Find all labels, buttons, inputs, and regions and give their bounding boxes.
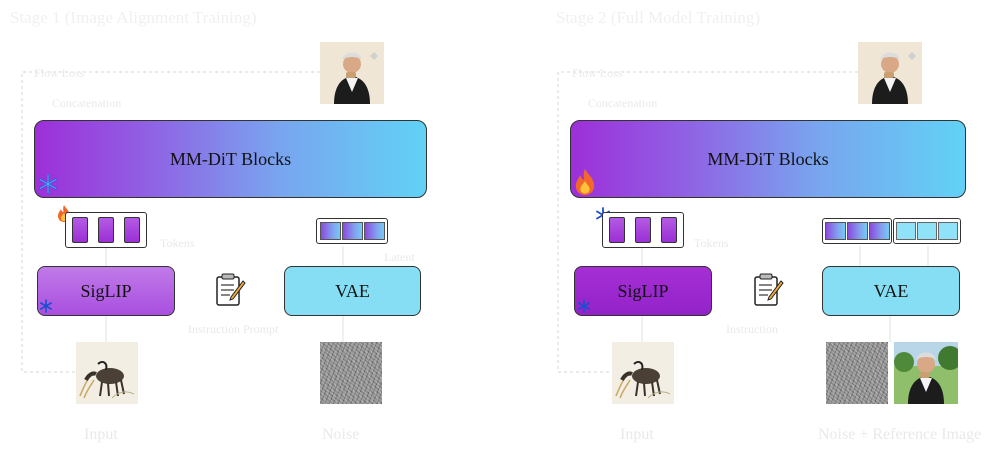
snowflake-icon (38, 298, 54, 314)
reference-token (917, 222, 937, 240)
input-label: Input (84, 426, 118, 443)
fire-icon (572, 168, 598, 196)
output-image (858, 42, 922, 104)
panel-title: Stage 2 (Full Model Training) (556, 8, 761, 27)
noise-label: Noise (322, 426, 360, 443)
input-label: Input (620, 426, 654, 443)
siglip-label: SigLIP (617, 280, 669, 301)
siglip-token-group (602, 212, 684, 248)
reference-token (938, 222, 958, 240)
siglip-encoder: SigLIP (37, 266, 175, 316)
siglip-token (98, 217, 114, 243)
concatenation-label: Concatenation (52, 96, 122, 110)
noise-token (847, 222, 868, 240)
vae-token (364, 222, 385, 240)
vae-encoder: VAE (284, 266, 421, 316)
latent-label: Latent (384, 250, 415, 264)
input-image (76, 342, 138, 404)
vae-token (342, 222, 363, 240)
siglip-token (635, 217, 651, 243)
reference-token (896, 222, 916, 240)
siglip-token (72, 217, 88, 243)
mm-dit-blocks: MM-DiT Blocks (570, 120, 966, 198)
mm-dit-blocks: MM-DiT Blocks (34, 120, 427, 198)
siglip-label: SigLIP (80, 280, 132, 301)
siglip-encoder: SigLIP (574, 266, 712, 316)
noise-token-group (822, 218, 892, 244)
noise-image (320, 342, 382, 404)
noise-token (825, 222, 846, 240)
siglip-token-group (65, 212, 147, 248)
instruction-prompt-icon (752, 272, 786, 308)
tokens-label: Tokens (160, 236, 195, 250)
snowflake-icon (576, 298, 592, 314)
noise-token (869, 222, 890, 240)
mm-dit-label: MM-DiT Blocks (707, 148, 829, 169)
vae-label: VAE (873, 280, 909, 301)
input-image (612, 342, 674, 404)
vae-label: VAE (335, 280, 370, 301)
snowflake-icon (36, 172, 60, 196)
siglip-token (661, 217, 677, 243)
noise-reference-label: Noise + Reference Image (818, 426, 982, 443)
output-image (320, 42, 384, 104)
panel-title: Stage 1 (Image Alignment Training) (10, 8, 257, 27)
vae-encoder: VAE (822, 266, 960, 316)
vae-token-group (316, 218, 388, 244)
vae-token (320, 222, 341, 240)
tokens-label: Tokens (694, 236, 729, 250)
mm-dit-label: MM-DiT Blocks (169, 148, 292, 169)
instruction-prompt-label: Instruction Prompt (188, 322, 279, 336)
instruction-prompt-icon (214, 272, 248, 308)
flow-loss-label: Flow Loss (34, 66, 85, 80)
siglip-token (609, 217, 625, 243)
flow-loss-label: Flow Loss (572, 66, 623, 80)
concatenation-label: Concatenation (588, 96, 658, 110)
siglip-token (124, 217, 140, 243)
instruction-label: Instruction (726, 322, 778, 336)
noise-image (826, 342, 888, 404)
reference-token-group (893, 218, 961, 244)
reference-image (894, 342, 958, 404)
